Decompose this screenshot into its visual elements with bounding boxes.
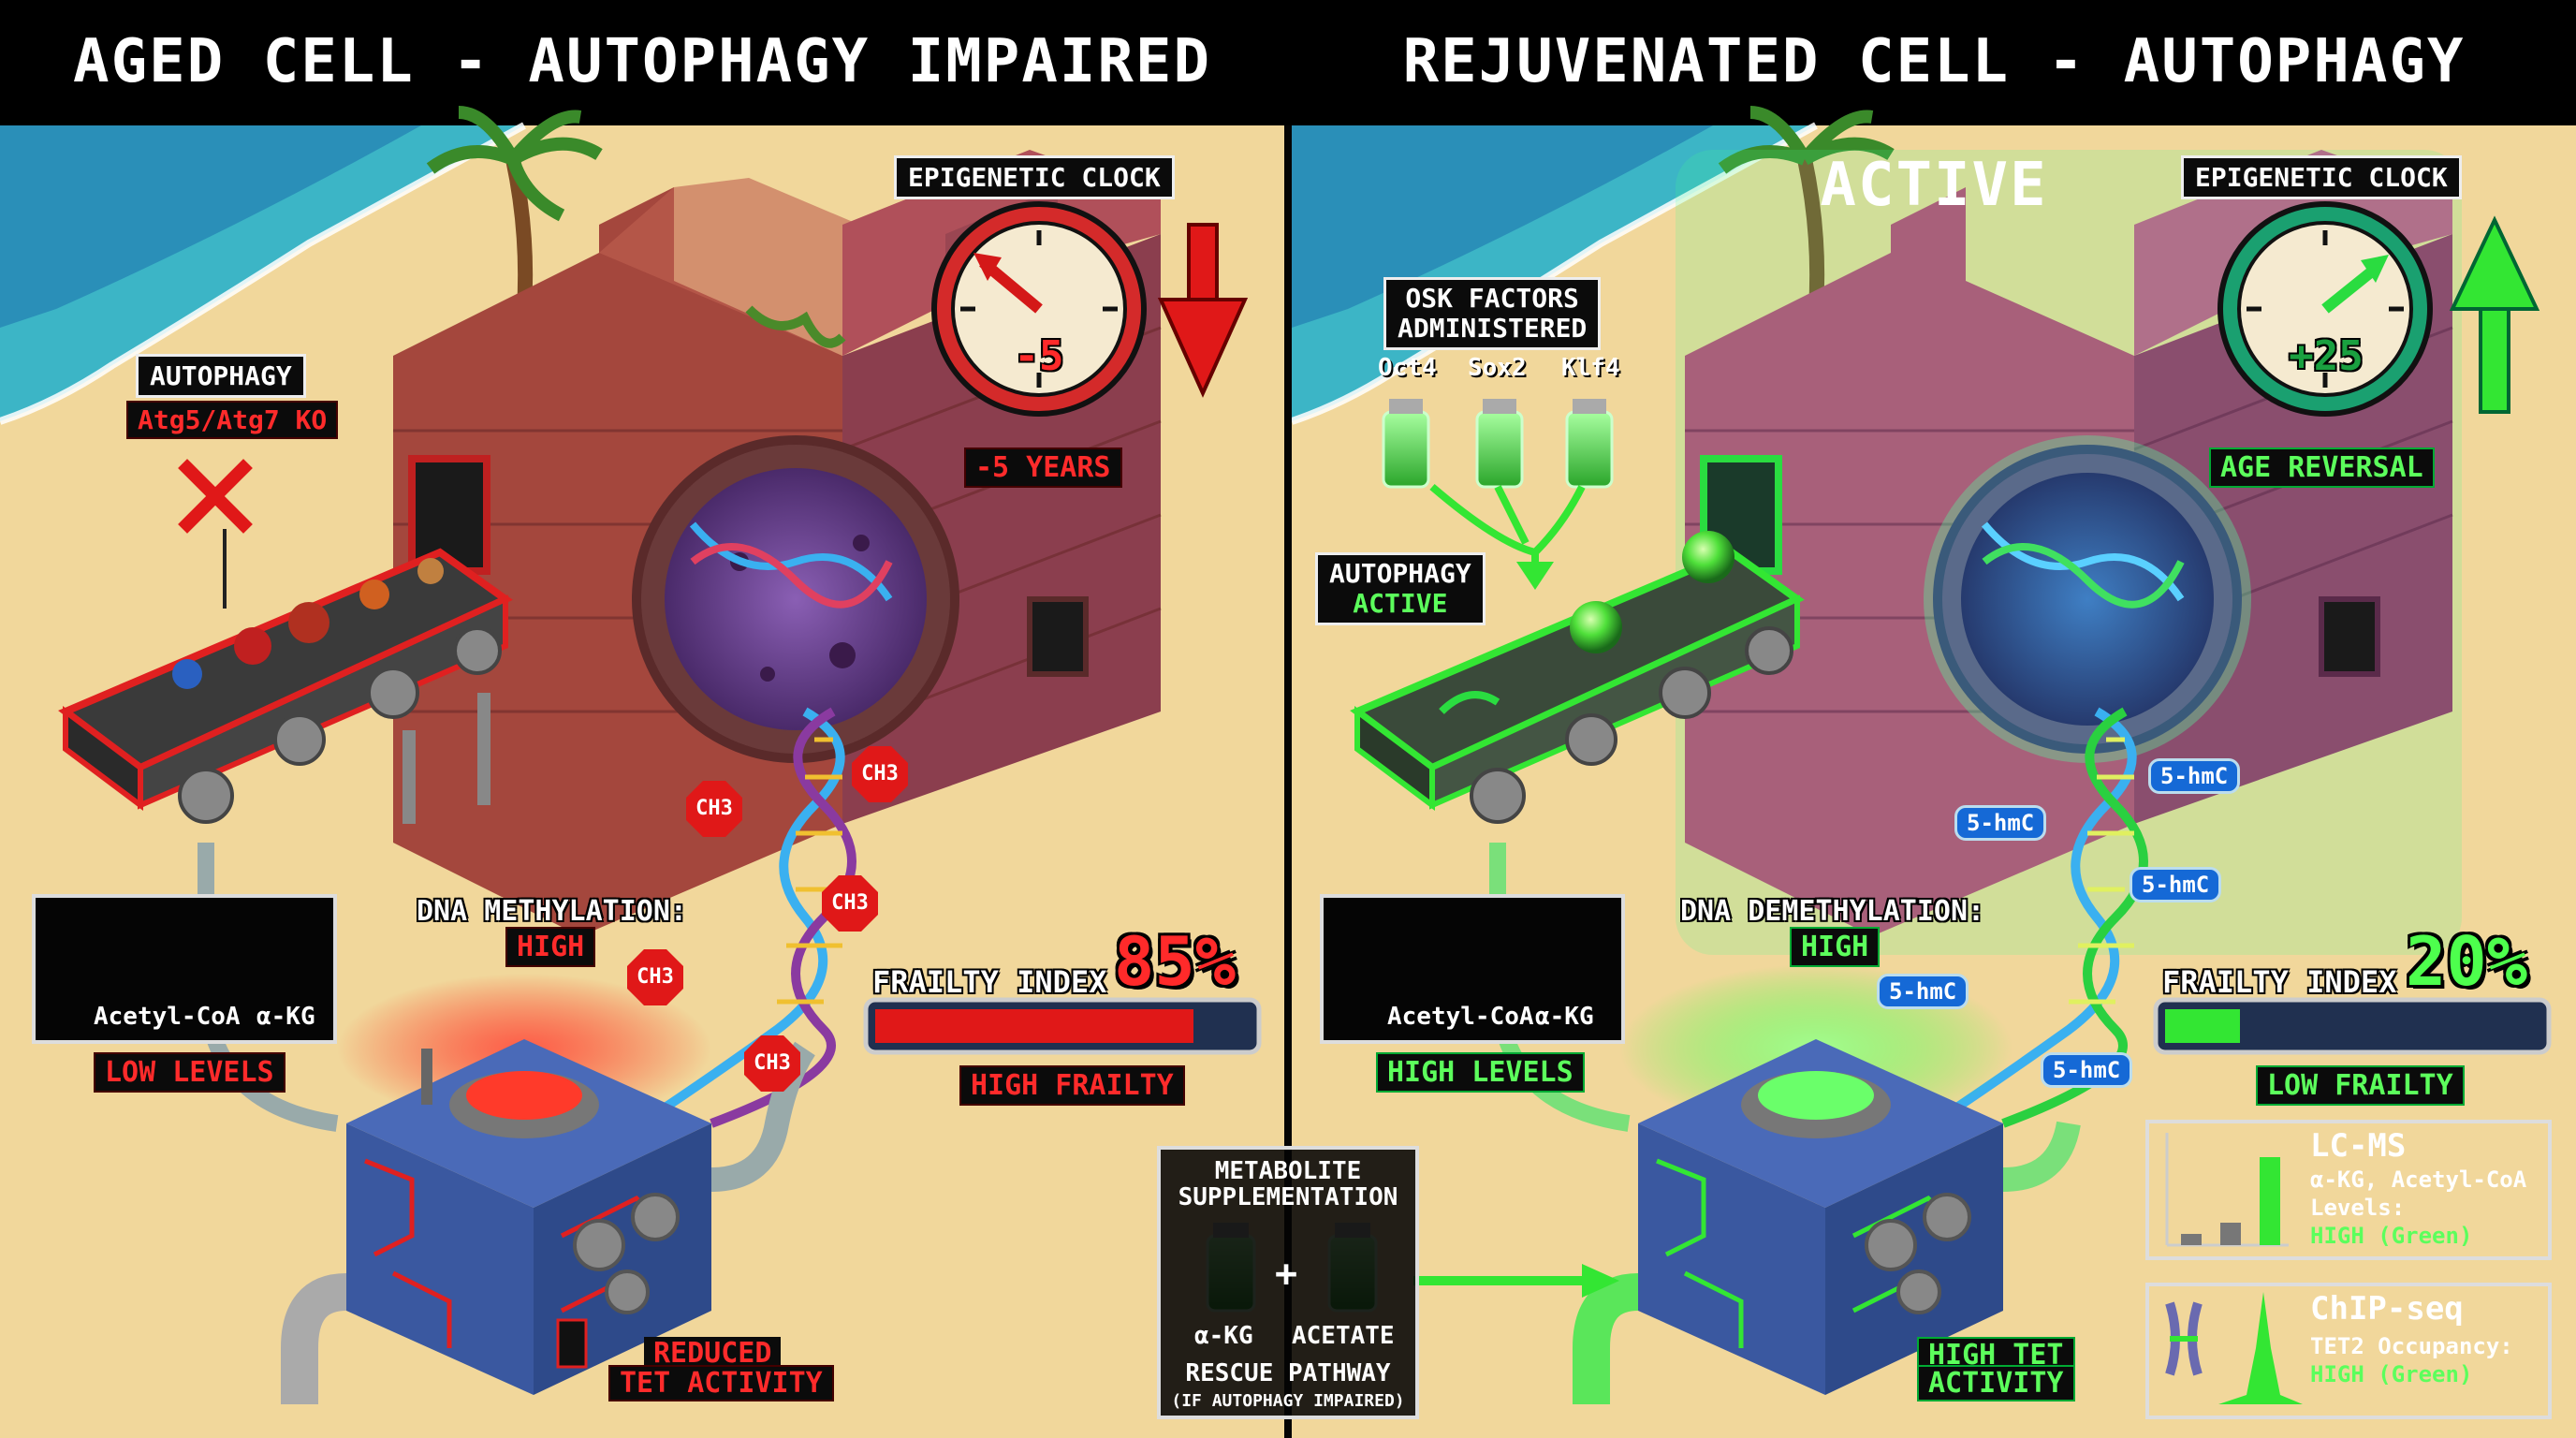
aged-metabolite-caption: LOW LEVELS [94,1052,285,1093]
ch3-tag: CH3 [744,1035,800,1092]
autophagy-active-line1: AUTOPHAGY [1329,558,1471,589]
lcms-mini-chart [2165,1133,2289,1247]
rejuvenated-frailty-percent: 20% [2406,922,2528,1001]
rejuvenated-metabolite-box: Acetyl-CoA α-KG [1320,894,1625,1044]
tet-activity-reduced-1: REDUCED [644,1337,782,1370]
tet-activity-high-2: ACTIVITY [1917,1365,2075,1401]
rejuvenated-clock-caption: AGE REVERSAL [2209,448,2435,488]
aged-dna-helix [652,707,856,1128]
supplementation-line1: METABOLITE [1214,1157,1362,1185]
chipseq-panel: ChIP-seq TET2 Occupancy: HIGH (Green) [2145,1283,2552,1419]
rejuvenated-conveyor [1350,531,1805,824]
autophagy-status: Atg5/Atg7 KO [126,401,339,439]
hmc-tag: 5-hmC [1877,974,1969,1009]
chip-line1: TET2 Occupancy: [2310,1333,2513,1359]
metabolite-akg: α-KG [256,1003,315,1031]
dna-demethylation-value: HIGH [1790,927,1881,967]
osk-line1: OSK FACTORS [1405,283,1579,314]
rescue-pathway-note: (IF AUTOPHAGY IMPAIRED) [1171,1391,1405,1411]
aged-metabolite-box: Acetyl-CoA α-KG [32,894,337,1044]
osk-line2: ADMINISTERED [1398,313,1588,344]
aged-frailty-caption: HIGH FRAILTY [959,1065,1185,1106]
dna-methylation-title: DNA METHYLATION: [417,895,687,928]
metabolite-acetyl-coa: Acetyl-CoA [94,1003,241,1031]
osk-factor-sox2: Sox2 [1468,354,1527,382]
aged-clock-value: -5 [1014,332,1064,380]
rejuvenated-clock [2217,201,2540,417]
tet-activity-reduced-2: TET ACTIVITY [608,1365,834,1401]
ch3-tag: CH3 [822,875,878,932]
rescue-pathway-label: RESCUE PATHWAY [1185,1359,1391,1387]
metabolite-acetyl-coa: Acetyl-CoA [1387,1003,1534,1031]
hmc-tag: 5-hmC [2041,1052,2133,1088]
lcms-line1: α-KG, Acetyl-CoA [2310,1167,2527,1193]
chip-mini-chart [2165,1292,2303,1404]
dna-demethylation-title: DNA DEMETHYLATION: [1680,895,1985,928]
lcms-line3: HIGH (Green) [2310,1223,2473,1249]
aged-cell-title: AGED CELL - AUTOPHAGY IMPAIRED [73,27,1211,96]
vial-label-acetate: ACETATE [1292,1322,1395,1350]
lcms-title: LC-MS [2310,1127,2407,1165]
rejuvenated-metabolite-caption: HIGH LEVELS [1376,1052,1585,1093]
rejuvenated-cell-building [1676,150,2462,955]
metabolite-supplementation-box: METABOLITE SUPPLEMENTATION + α-KG ACETAT… [1157,1146,1419,1419]
aged-clock [931,201,1249,417]
aged-clock-caption: -5 YEARS [964,448,1122,488]
ch3-tag: CH3 [686,781,742,837]
chip-line2: HIGH (Green) [2310,1361,2473,1387]
hmc-tag: 5-hmC [2130,867,2222,902]
osk-vials [1382,399,1614,590]
hmc-tag: 5-hmC [1954,805,2047,841]
lcms-line2: Levels: [2310,1195,2406,1221]
ch3-tag: CH3 [627,949,683,1005]
aged-clock-label: EPIGENETIC CLOCK [894,155,1175,199]
autophagy-active-label: AUTOPHAGY ACTIVE [1315,552,1486,625]
frailty-fill [2165,1009,2240,1043]
plus-sign: + [1275,1253,1298,1296]
rejuvenated-cell-title: REJUVENATED CELL - AUTOPHAGY ACTIVE [1402,27,2466,220]
hmc-tag: 5-hmC [2148,758,2241,794]
osk-factor-oct4: Oct4 [1378,354,1437,382]
rejuvenated-frailty-label: FRAILTY INDEX [2162,964,2397,1000]
lcms-panel: LC-MS α-KG, Acetyl-CoA Levels: HIGH (Gre… [2145,1120,2552,1260]
rejuvenated-clock-value: +25 [2289,332,2364,380]
rejuvenated-frailty-caption: LOW FRAILTY [2256,1065,2465,1106]
aged-frailty-percent: 85% [1114,922,1237,1001]
metabolite-akg: α-KG [1535,1003,1594,1031]
supplementation-line2: SUPPLEMENTATION [1178,1183,1398,1211]
chip-title: ChIP-seq [2310,1290,2464,1328]
aged-frailty-label: FRAILTY INDEX [872,964,1107,1000]
vial-label-akg: α-KG [1194,1322,1253,1350]
ch3-tag: CH3 [852,746,908,802]
dna-methylation-value: HIGH [505,927,596,967]
autophagy-active-line2: ACTIVE [1353,588,1448,619]
frailty-fill [875,1009,1193,1043]
osk-label: OSK FACTORS ADMINISTERED [1383,277,1602,350]
aged-conveyor [58,548,513,824]
aged-cell-building [393,150,1162,936]
osk-factor-klf4: Klf4 [1561,354,1620,382]
autophagy-label: AUTOPHAGY [136,354,306,398]
rejuvenated-clock-label: EPIGENETIC CLOCK [2181,155,2462,199]
aged-tet-machine [198,843,815,1404]
